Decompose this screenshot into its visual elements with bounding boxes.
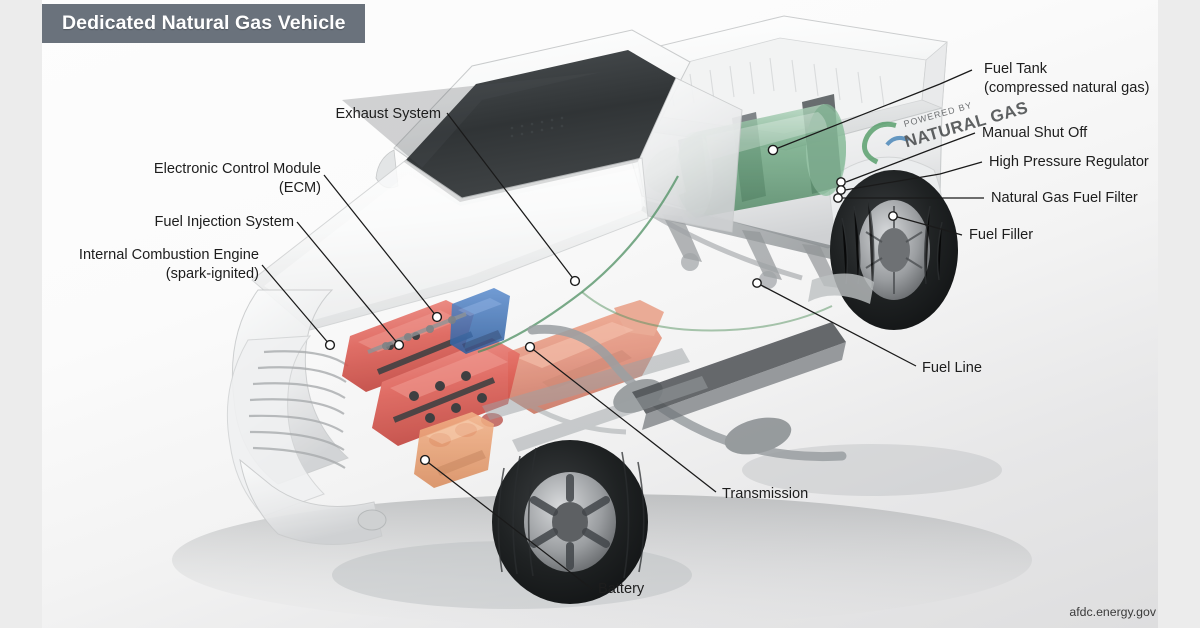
leader-battery (424, 459, 593, 590)
leader-internal-combustion-engine (261, 264, 331, 346)
leader-manual-shut-off (939, 132, 976, 147)
callout-fuel-line-text: Fuel Line (922, 360, 983, 376)
callout-natural-gas-fuel-filter-text: Natural Gas Fuel Filter (991, 190, 1138, 206)
leader-exhaust-system (446, 112, 576, 282)
front-bumper (239, 458, 383, 546)
callout-label-exhaust-system: Exhaust System (336, 105, 441, 124)
dot-fuel-tank (767, 144, 779, 156)
front-wheel (492, 440, 648, 604)
callout-transmission-text: Transmission (722, 486, 809, 502)
leader-fuel-tank-2 (772, 83, 941, 151)
callout-label-fuel-tank: Fuel Tank (compressed natural gas) (984, 60, 1149, 97)
callout-electronic-control-module-sub: (ECM) (278, 179, 321, 196)
diagram-title-bar: Dedicated Natural Gas Vehicle (42, 4, 365, 43)
dot-internal-combustion-engine (324, 339, 336, 351)
dot-electronic-control-module (431, 311, 443, 323)
right-margin-band (1158, 0, 1200, 628)
electronic-control-module-component (450, 288, 510, 354)
battery-component (414, 412, 494, 488)
callout-label-fuel-injection-system: Fuel Injection System (154, 213, 294, 232)
callout-label-transmission: Transmission (722, 485, 808, 504)
leader-transmission (529, 346, 717, 493)
dot-exhaust-system (569, 275, 581, 287)
leader-endpoint-dots (324, 144, 898, 466)
callout-fuel-tank-sub: (compressed natural gas) (984, 79, 1150, 96)
dot-natural-gas-fuel-filter (833, 193, 843, 203)
fuel-line-rear (581, 291, 833, 332)
dot-fuel-injection-system (393, 339, 405, 351)
callout-fuel-tank-text: Fuel Tank (984, 61, 1048, 77)
leader-high-pressure-regulator (939, 161, 983, 175)
dot-battery (419, 454, 431, 466)
dot-transmission (524, 341, 536, 353)
leader-fuel-tank (939, 69, 973, 85)
callout-internal-combustion-engine-text: Internal Combustion Engine (78, 247, 259, 263)
dot-fuel-filler (888, 211, 898, 221)
callout-high-pressure-regulator-text: High Pressure Regulator (989, 154, 1149, 170)
leader-fuel-injection-system (296, 221, 400, 346)
callout-label-battery: Battery (598, 580, 644, 599)
page-title: Dedicated Natural Gas Vehicle (62, 12, 346, 34)
callout-fuel-injection-system-text: Fuel Injection System (154, 214, 294, 230)
callout-internal-combustion-engine-sub: (spark-ignited) (165, 265, 259, 282)
callout-battery-text: Battery (598, 581, 645, 597)
leader-fuel-filler (929, 225, 963, 236)
callout-label-natural-gas-fuel-filter: Natural Gas Fuel Filter (991, 189, 1138, 208)
chassis-frame (482, 348, 708, 452)
left-margin-band (0, 0, 42, 628)
illustration-canvas: POWERED BY NATURAL GAS (42, 0, 1158, 628)
callout-label-electronic-control-module: Electronic Control Module (ECM) (154, 160, 321, 197)
fog-light (357, 509, 387, 531)
dot-fuel-line (752, 278, 762, 288)
dot-high-pressure-regulator (836, 185, 846, 195)
callout-label-fuel-filler: Fuel Filler (969, 226, 1033, 245)
front-grille (226, 335, 387, 546)
leader-electronic-control-module (323, 174, 438, 318)
muffler (724, 417, 792, 455)
callout-manual-shut-off-text: Manual Shut Off (982, 125, 1088, 141)
leader-fuel-line (756, 282, 917, 367)
callout-fuel-filler-text: Fuel Filler (969, 227, 1034, 243)
callout-label-manual-shut-off: Manual Shut Off (982, 124, 1087, 143)
leader-high-pressure-regulator-2 (844, 173, 941, 191)
leader-fuel-filler-2 (893, 215, 931, 227)
dot-manual-shut-off (836, 177, 846, 187)
callout-label-high-pressure-regulator: High Pressure Regulator (989, 153, 1149, 172)
source-credit: afdc.energy.gov (1069, 605, 1156, 619)
fuel-injection-system-component (367, 312, 467, 354)
callout-label-fuel-line: Fuel Line (922, 359, 982, 378)
callout-electronic-control-module-text: Electronic Control Module (153, 161, 321, 177)
leader-manual-shut-off-2 (845, 145, 941, 183)
callout-label-internal-combustion-engine: Internal Combustion Engine (spark-ignite… (79, 246, 259, 283)
callout-exhaust-system-text: Exhaust System (335, 106, 441, 122)
